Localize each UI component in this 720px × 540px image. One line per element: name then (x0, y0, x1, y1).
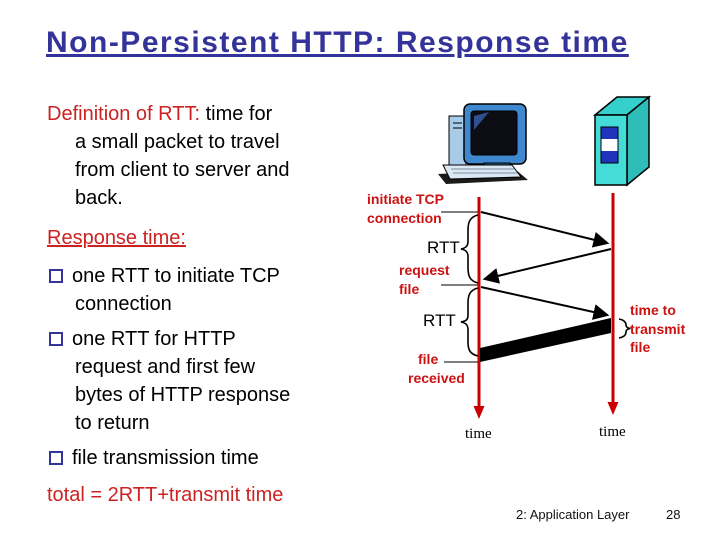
square-bullet-icon (49, 451, 63, 465)
server-timeline (607, 193, 619, 415)
rtt-brace-2 (460, 287, 479, 357)
body-text: Definition of RTT: time for a small pack… (47, 100, 392, 509)
definition-line-4: back. (75, 187, 123, 209)
square-bullet-icon (49, 332, 63, 346)
transmit-brace (618, 318, 631, 339)
bullet-1-line-2: connection (75, 293, 172, 315)
bullet-1-line-1: one RTT to initiate TCP (72, 265, 280, 287)
tcp-syn-arrow (480, 211, 610, 248)
bullet-3-line-1: file transmission time (72, 447, 259, 469)
http-request-arrow (480, 286, 610, 320)
tcp-ack-arrow (482, 248, 612, 284)
down-arrow-icon (607, 402, 619, 415)
definition-line-2: a small packet to travel (75, 131, 280, 153)
bullet-2-line-4: to return (75, 412, 150, 434)
time-axis-label-server: time (599, 424, 626, 440)
rtt-label-1: RTT (427, 238, 460, 257)
bullet-item-3: file transmission time (47, 444, 392, 472)
definition-line-3: from client to server and (75, 159, 290, 181)
definition-lead: Definition of RTT: (47, 103, 201, 125)
bullet-2-line-3: bytes of HTTP response (75, 384, 291, 406)
initiate-tcp-label: initiate TCP connection (367, 191, 445, 226)
square-bullet-icon (49, 269, 63, 283)
bullet-item-1: one RTT to initiate TCP (47, 262, 392, 290)
definition-line-1: Definition of RTT: time for (47, 100, 392, 128)
footer-page-number: 28 (666, 507, 681, 522)
definition-line-1-rest: time for (205, 103, 273, 125)
client-timeline (473, 197, 485, 419)
rtt-brace-1 (460, 214, 479, 284)
total-formula: total = 2RTT+transmit time (47, 484, 284, 506)
time-to-transmit-label: time to transmit file (630, 302, 686, 355)
bullet-item-2: one RTT for HTTP (47, 325, 392, 353)
bullet-2-line-2: request and first few (75, 356, 256, 378)
rtt-label-2: RTT (423, 311, 456, 330)
slide-title: Non-Persistent HTTP: Response time (46, 26, 629, 59)
time-axis-label-client: time (465, 426, 492, 442)
footer-section: 2: Application Layer (516, 507, 630, 522)
down-arrow-icon (473, 406, 485, 419)
file-received-label: file received (408, 351, 465, 386)
file-transmission-band (480, 318, 611, 362)
response-time-heading: Response time: (47, 227, 186, 249)
client-computer-icon (438, 103, 528, 184)
bullet-2-line-1: one RTT for HTTP (72, 328, 236, 350)
request-file-label: request file (399, 262, 450, 297)
server-icon (592, 95, 652, 187)
